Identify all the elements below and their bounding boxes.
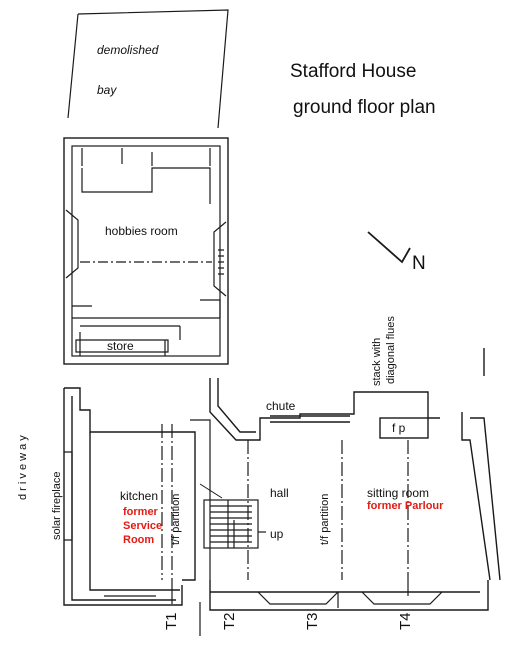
hall-tf-partition-label: t/f partition — [319, 493, 331, 545]
north-label: N — [412, 253, 426, 274]
lower-block-walls — [63, 348, 501, 611]
store-walls — [75, 339, 169, 353]
diagonal-flues-label: diagonal flues — [385, 316, 397, 384]
up-label: up — [270, 527, 284, 541]
hobbies-room-label: hobbies room — [105, 224, 178, 238]
staircase — [199, 483, 266, 549]
fireplace-box — [379, 417, 429, 439]
section-label-t2: T2 — [221, 612, 238, 630]
section-label-t4: T4 — [397, 612, 414, 630]
hall-label: hall — [270, 486, 289, 500]
hobbies-room-walls — [63, 137, 229, 365]
chute-label: chute — [266, 399, 296, 413]
bay-label: bay — [97, 83, 117, 97]
sitting-room-label: sitting room — [367, 486, 430, 500]
former-service-room-note-1: former — [123, 506, 158, 518]
section-label-t3: T3 — [304, 612, 321, 630]
former-service-room-note-2: Service — [123, 520, 163, 532]
store-label: store — [107, 339, 134, 353]
page-subtitle: ground floor plan — [293, 97, 436, 118]
fp-label: f p — [392, 421, 406, 435]
north-arrow — [367, 231, 411, 264]
section-label-t1: T1 — [163, 612, 180, 630]
former-parlour-note: former Parlour — [367, 500, 444, 512]
driveway-label: d r i v e w a y — [17, 435, 29, 500]
kitchen-window — [64, 451, 73, 541]
kitchen-hall-wall — [190, 419, 211, 580]
former-service-room-note-3: Room — [123, 534, 155, 546]
kitchen-tf-partition-label: t/f partition — [170, 493, 182, 545]
solar-fireplace-label: solar fireplace — [51, 471, 63, 540]
hall-partition — [247, 440, 343, 580]
kitchen-label: kitchen — [120, 489, 159, 503]
stack-label: stack with — [371, 337, 383, 386]
demolished-bay-outline — [67, 9, 229, 129]
bottom-windows — [104, 591, 443, 605]
page-title: Stafford House — [290, 61, 417, 82]
demolished-label: demolished — [97, 43, 159, 57]
kitchen-partition — [161, 424, 173, 580]
